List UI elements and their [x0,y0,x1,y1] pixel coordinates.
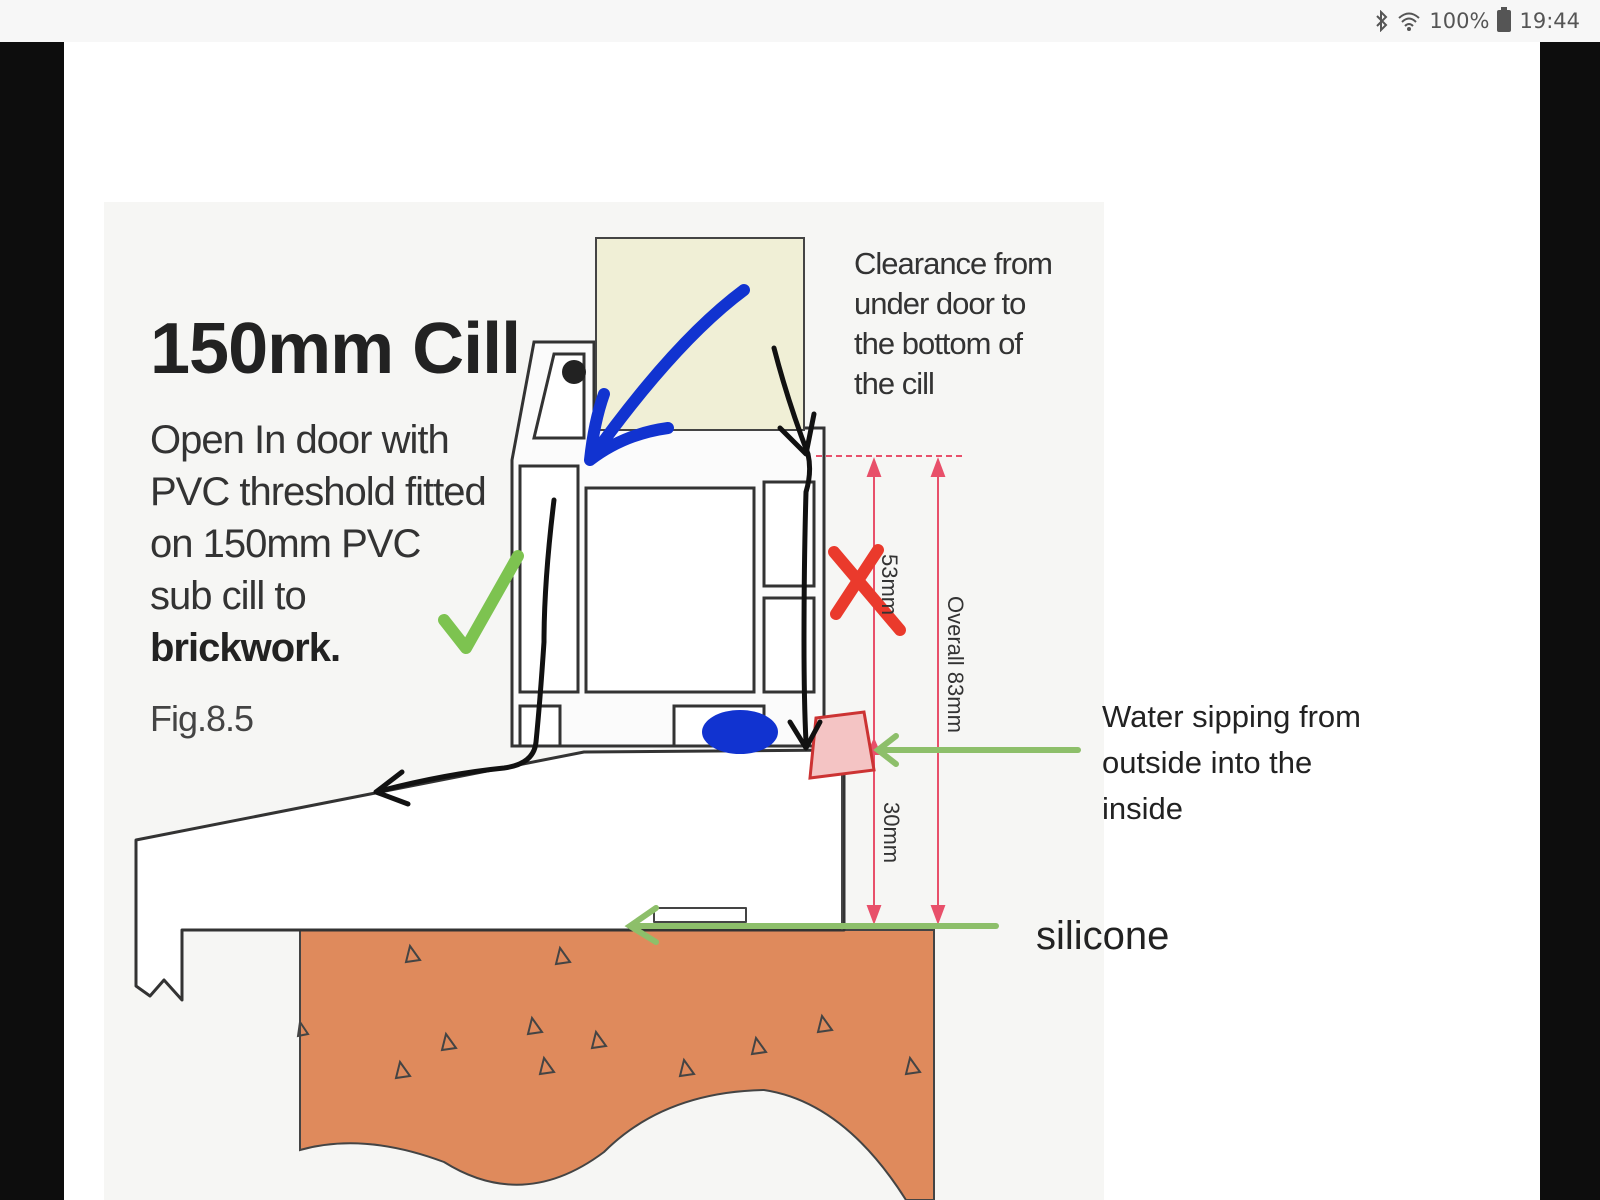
diagram-title: 150mm Cill [150,309,521,389]
water-line-2: outside into the [1102,745,1313,780]
dimension-overall: Overall 83mm [943,596,968,733]
clock: 19:44 [1519,9,1580,33]
blue-dot-annotation [702,710,778,754]
water-line-1: Water sipping from [1102,699,1361,734]
cross-annotation [828,544,906,636]
status-icons: 100% 19:44 [1375,6,1580,36]
bluetooth-icon [1376,10,1388,32]
brickwork [296,929,935,1200]
image-viewer[interactable]: 150mm Cill Open In door with PVC thresho… [64,42,1540,1200]
check-annotation [438,550,524,654]
dimension-30mm: 30mm [879,802,904,864]
description-line-4: sub cill to [150,574,307,618]
diagram-description: Open In door with PVC threshold fitted o… [150,414,510,674]
description-line-1: Open In door with [150,418,450,462]
water-annotation: Water sipping from outside into the insi… [1102,694,1361,832]
description-line-2: PVC threshold fitted [150,470,487,514]
blue-arrow-annotation [584,284,750,466]
battery-percent: 100% [1429,9,1490,33]
sub-cill [134,748,846,1002]
status-bar: 100% 19:44 [0,0,1600,42]
clearance-line-4: the cill [854,366,935,401]
cill-diagram [134,237,1081,1200]
left-letterbox [0,42,64,1200]
dimension-lines [816,455,964,925]
green-arrows [624,733,1081,945]
dimension-53mm: 53mm [877,554,902,616]
seal-annotation [808,710,876,780]
battery-icon [1497,7,1512,32]
clearance-line-2: under door to [854,286,1026,321]
clearance-line-3: the bottom of [854,326,1023,361]
wifi-icon [1398,12,1421,31]
clearance-line-1: Clearance from [854,246,1053,281]
description-bold: brickwork. [150,626,341,670]
clearance-note: Clearance from under door to the bottom … [854,244,1074,404]
water-line-3: inside [1102,791,1183,826]
right-letterbox [1540,42,1600,1200]
description-line-3: on 150mm PVC [150,522,421,566]
silicone-annotation: silicone [1036,914,1170,958]
figure-number: Fig.8.5 [150,698,254,739]
black-ink-arrows [373,345,823,807]
